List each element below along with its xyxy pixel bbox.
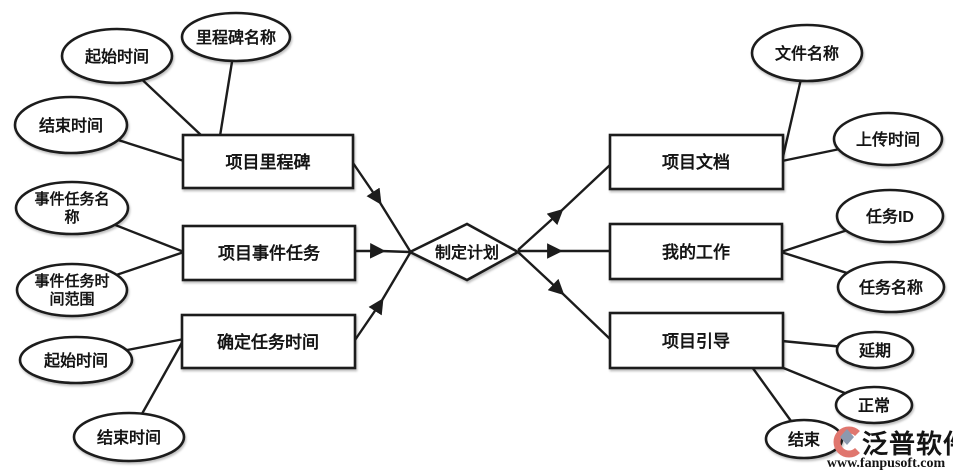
brand-url: www.fanpusoft.com [827, 456, 946, 471]
attribute-ellipse-end-time-top [13, 95, 129, 155]
arrow-event-task-to-plan [355, 243, 411, 259]
entity-label-project-event-task: 项目事件任务 [218, 243, 321, 263]
entity-label-determine-task-time: 确定任务时间 [217, 332, 319, 352]
arrow-plan-to-document [517, 164, 611, 251]
entity-label-project-milestone: 项目里程碑 [226, 152, 311, 172]
attribute-ellipse-event-task-range [15, 262, 129, 318]
attribute-label-event-task-name-line2: 称 [64, 208, 79, 226]
logo-diamond-shape [840, 429, 854, 445]
attribute-label-start-time-top: 起始时间 [84, 47, 149, 66]
entity-label-project-document: 项目文档 [662, 152, 730, 172]
brand-name: 泛普软件 [862, 429, 953, 459]
brand-watermark: 泛普软件 www.fanpusoft.com [827, 426, 953, 471]
attribute-ellipse-file-name [750, 23, 864, 83]
relationship-diamond [407, 222, 521, 282]
attribute-label-end-time-top: 结束时间 [38, 116, 103, 135]
attribute-label-normal: 正常 [858, 396, 890, 415]
entity-box-my-work [608, 222, 784, 281]
attribute-ellipse-normal [834, 385, 914, 425]
diagram-labels: 项目里程碑 项目事件任务 确定任务时间 项目文档 我的工作 项目引导 制定计划 … [34, 28, 923, 449]
attribute-label-task-id: 任务ID [865, 207, 914, 226]
entity-box-project-guide [608, 311, 785, 370]
attribute-ellipse-start-time-bottom [18, 335, 134, 385]
entity-box-project-milestone [181, 133, 355, 190]
attribute-ellipse-upload-time [832, 111, 944, 167]
entity-label-project-guide: 项目引导 [662, 332, 730, 351]
attribute-label-milestone-name: 里程碑名称 [196, 28, 276, 47]
entity-box-project-event-task [181, 224, 357, 282]
brand-logo-icon [833, 426, 860, 458]
attribute-label-event-task-name-line1: 事件任务名 [34, 190, 109, 208]
logo-crescent-shape [833, 426, 860, 458]
entity-box-determine-task-time [180, 313, 357, 370]
arrow-task-time-to-plan [354, 252, 412, 341]
attribute-label-event-task-range-line1: 事件任务时 [34, 272, 109, 290]
attribute-ellipse-end-time-bottom [72, 411, 186, 463]
attribute-label-delay: 延期 [858, 341, 891, 360]
attribute-label-event-task-range-line2: 间范围 [49, 290, 94, 308]
attribute-ellipse-task-id [835, 188, 945, 244]
entity-box-project-document [608, 133, 785, 191]
attribute-label-upload-time: 上传时间 [856, 130, 920, 149]
attribute-ellipse-milestone-name [180, 11, 292, 63]
attribute-ellipse-task-name [836, 260, 946, 314]
attribute-label-task-name: 任务名称 [858, 278, 923, 297]
arrow-milestone-to-plan [352, 162, 412, 252]
attribute-label-start-time-bottom: 起始时间 [43, 351, 108, 370]
attribute-ellipse-start-time-top [60, 27, 174, 85]
entity-label-my-work: 我的工作 [662, 242, 730, 262]
attribute-ellipse-delay [835, 330, 915, 370]
attribute-label-file-name: 文件名称 [775, 44, 839, 63]
flow-arrows [352, 162, 611, 341]
attribute-label-finish: 结束 [787, 430, 821, 449]
diagram-shapes [13, 11, 946, 463]
arrow-plan-to-guide [517, 251, 611, 340]
relationship-label: 制定计划 [435, 243, 499, 262]
attribute-label-end-time-bottom: 结束时间 [96, 428, 161, 447]
attribute-ellipse-event-task-name [14, 180, 130, 236]
